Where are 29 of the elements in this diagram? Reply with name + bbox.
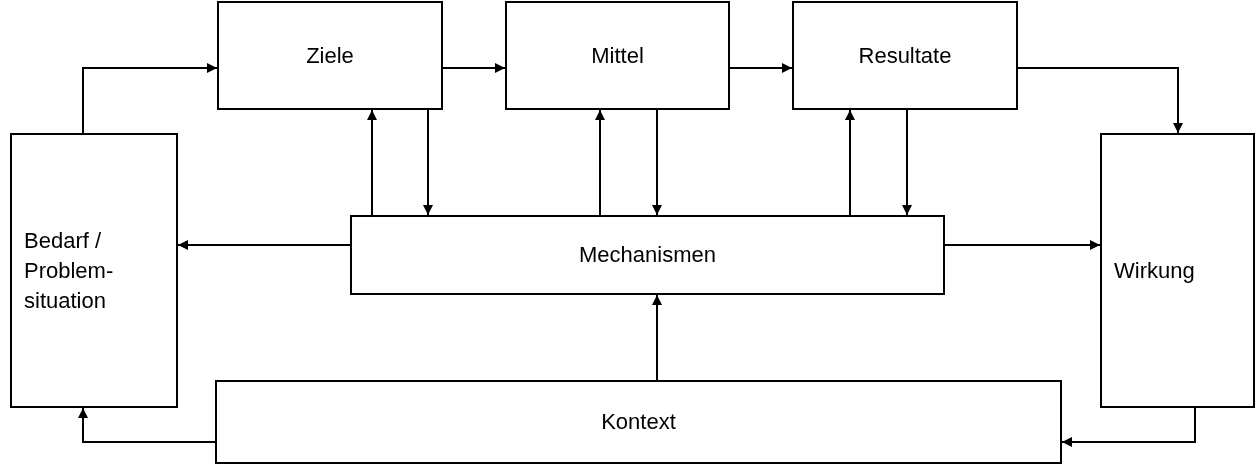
arrow [1017, 67, 1183, 134]
process-box [217, 1, 443, 110]
arrow [944, 240, 1101, 250]
process-box [505, 1, 730, 110]
arrow [652, 109, 662, 216]
arrow [652, 294, 662, 381]
process-box [350, 215, 945, 295]
arrow [442, 63, 506, 73]
arrow [902, 109, 912, 216]
process-box [215, 380, 1062, 464]
process-box [1100, 133, 1255, 408]
box-label: Wirkung [1114, 256, 1195, 285]
box-label: Ziele [306, 41, 354, 70]
arrow [367, 109, 377, 216]
process-box [792, 1, 1018, 110]
box-label: Mechanismen [579, 241, 716, 269]
arrow [423, 109, 433, 216]
arrow [78, 407, 216, 443]
arrow [595, 109, 605, 216]
process-box [10, 133, 178, 408]
box-label: Resultate [858, 41, 952, 70]
box-label: Mittel [591, 41, 644, 70]
box-label: Kontext [601, 408, 676, 436]
arrow [82, 63, 218, 134]
arrow [845, 109, 855, 216]
arrow [177, 240, 351, 250]
box-label: Bedarf / Problem-situation [24, 226, 115, 315]
arrow [1061, 407, 1196, 447]
arrow [729, 63, 793, 73]
